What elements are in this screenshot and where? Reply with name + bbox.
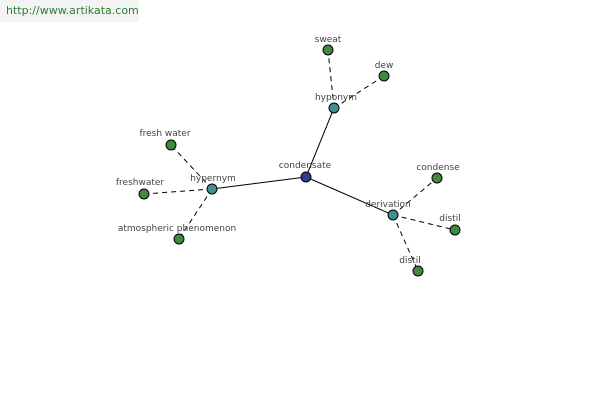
node-distil-bottom[interactable] bbox=[412, 265, 424, 277]
label-condense[interactable]: condense bbox=[416, 163, 460, 173]
node-condense[interactable] bbox=[431, 172, 443, 184]
node-fresh-water[interactable] bbox=[165, 139, 177, 151]
node-atmospheric-phenomenon[interactable] bbox=[173, 233, 185, 245]
label-atmospheric-phenomenon[interactable]: atmospheric phenomenon bbox=[118, 224, 236, 234]
node-sweat[interactable] bbox=[322, 44, 334, 56]
edge-hyponym-dew bbox=[333, 75, 385, 109]
label-fresh-water[interactable]: fresh water bbox=[139, 129, 190, 139]
edge-derivation-distil-right bbox=[392, 214, 456, 231]
label-condensate[interactable]: condensate bbox=[279, 161, 332, 171]
node-hyponym[interactable] bbox=[328, 102, 340, 114]
watermark: http://www.artikata.com bbox=[0, 0, 139, 22]
label-sweat[interactable]: sweat bbox=[315, 35, 342, 45]
edge-center-hypernym bbox=[211, 176, 307, 190]
node-dew[interactable] bbox=[378, 70, 390, 82]
edge-hyponym-sweat bbox=[327, 49, 335, 109]
node-condensate[interactable] bbox=[300, 171, 312, 183]
edge-center-derivation bbox=[305, 176, 394, 216]
label-hyponym[interactable]: hyponym bbox=[315, 93, 357, 103]
label-dew[interactable]: dew bbox=[375, 61, 394, 71]
label-distil-bottom[interactable]: distil bbox=[399, 256, 420, 266]
node-freshwater[interactable] bbox=[138, 188, 150, 200]
edge-center-hyponym bbox=[305, 107, 335, 178]
label-freshwater[interactable]: freshwater bbox=[116, 178, 165, 188]
node-hypernym[interactable] bbox=[206, 183, 218, 195]
edge-hypernym-freshwater bbox=[143, 188, 213, 195]
edge-derivation-condense bbox=[392, 177, 438, 216]
edge-hypernym-atmospheric bbox=[178, 188, 213, 240]
edge-derivation-distil-bottom bbox=[392, 214, 419, 272]
label-distil-right[interactable]: distil bbox=[439, 214, 460, 224]
edge-hypernym-fresh-water bbox=[170, 144, 213, 190]
label-derivation[interactable]: derivation bbox=[365, 200, 411, 210]
label-hypernym[interactable]: hypernym bbox=[190, 174, 236, 184]
node-distil-right[interactable] bbox=[449, 224, 461, 236]
node-derivation[interactable] bbox=[387, 209, 399, 221]
watermark-link[interactable]: http://www.artikata.com bbox=[6, 4, 139, 17]
